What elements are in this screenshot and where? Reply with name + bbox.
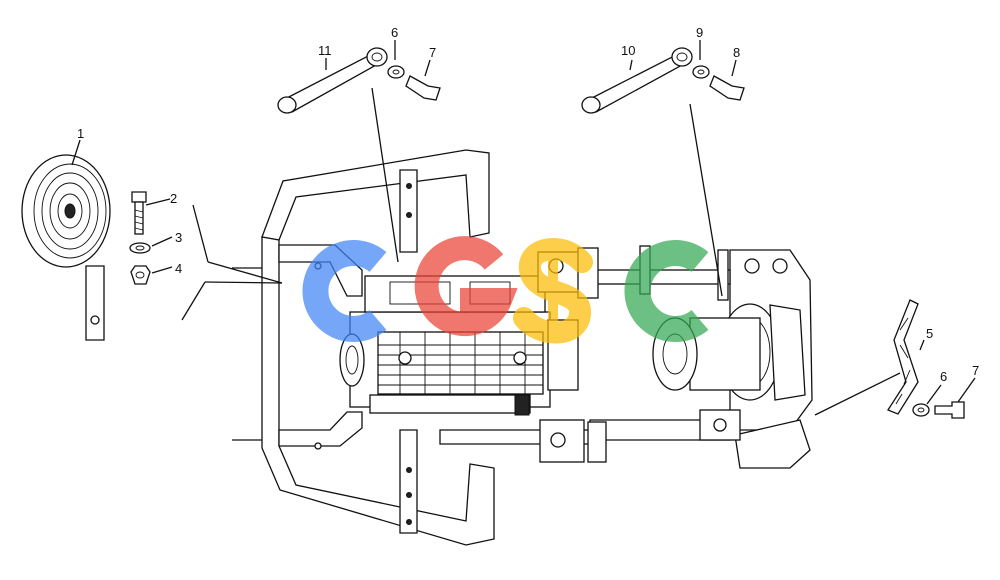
ground-strap: [887, 299, 965, 419]
leader-lines: [71, 40, 976, 416]
watermark-logo: [302, 236, 709, 344]
callout-9: 9: [696, 25, 703, 40]
callout-labels: 1 2 3 4 5 6 7 8 9 10 11 6 7: [77, 25, 979, 384]
callout-10: 10: [621, 43, 635, 58]
callout-11: 11: [318, 43, 332, 58]
chassis-frame: [232, 149, 731, 546]
callout-2: 2: [170, 191, 177, 206]
callout-5: 5: [926, 326, 933, 341]
callout-7-right: 7: [972, 363, 979, 378]
callout-3: 3: [175, 230, 182, 245]
link-rod-left: [277, 47, 441, 114]
callout-6-right: 6: [940, 369, 947, 384]
bolt-washer-nut-set: [129, 191, 151, 285]
link-rod-right: [581, 47, 745, 114]
callout-6-top: 6: [391, 25, 398, 40]
callout-7-top: 7: [429, 45, 436, 60]
callout-8: 8: [733, 45, 740, 60]
callout-4: 4: [175, 261, 182, 276]
horn-part: [21, 154, 111, 341]
callout-1: 1: [77, 126, 84, 141]
